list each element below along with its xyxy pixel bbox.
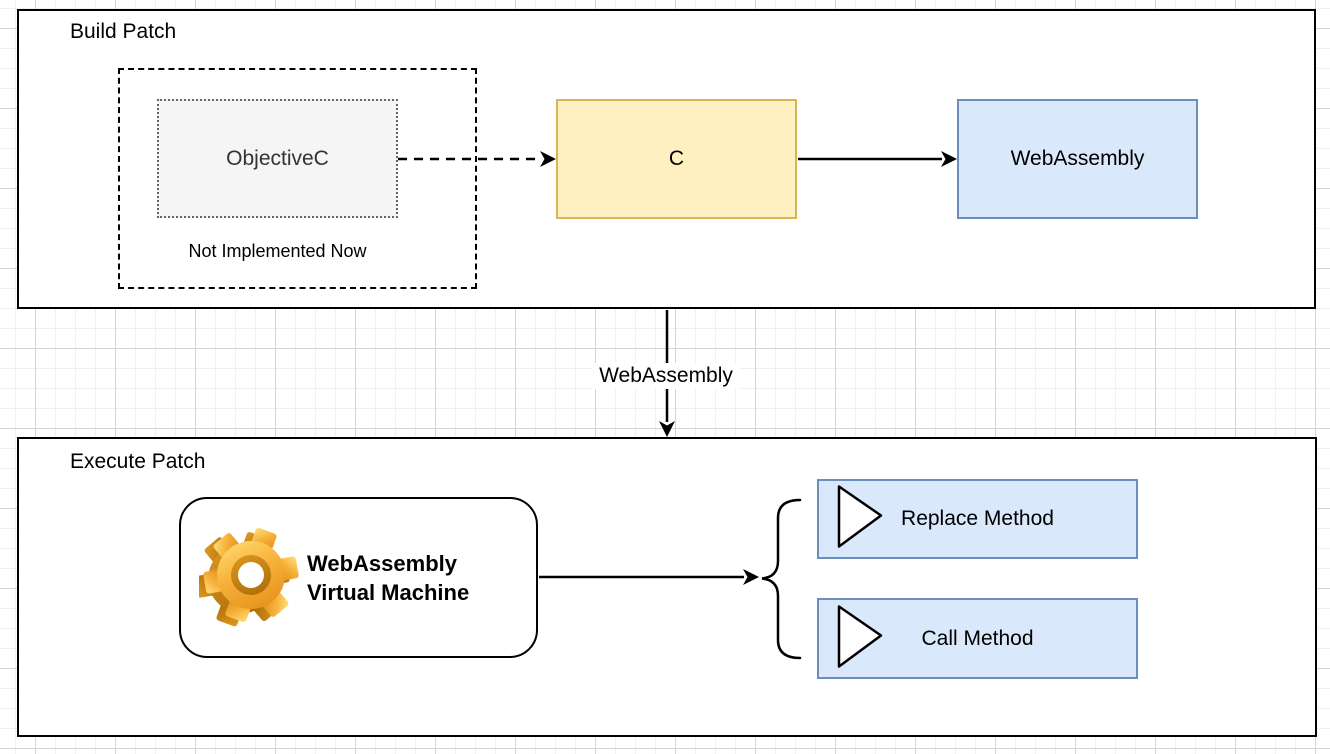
node-objectivec: ObjectiveC bbox=[157, 99, 398, 218]
not-implemented-group bbox=[118, 68, 477, 289]
build-patch-title: Build Patch bbox=[70, 20, 177, 43]
play-triangle-icon bbox=[837, 604, 883, 673]
node-replace-method-label: Replace Method bbox=[901, 507, 1054, 530]
node-objectivec-label: ObjectiveC bbox=[226, 146, 329, 170]
node-c: C bbox=[556, 99, 797, 219]
node-c-label: C bbox=[668, 147, 685, 170]
not-implemented-caption: Not Implemented Now bbox=[188, 241, 367, 261]
gear-icon bbox=[194, 518, 299, 637]
node-wasm-vm-label: WebAssembly Virtual Machine bbox=[307, 550, 470, 605]
node-call-method: Call Method bbox=[817, 598, 1138, 679]
execute-patch-title: Execute Patch bbox=[70, 450, 206, 473]
play-triangle-icon bbox=[837, 485, 883, 554]
node-wasm-virtual-machine: WebAssembly Virtual Machine bbox=[179, 497, 538, 658]
node-replace-method: Replace Method bbox=[817, 479, 1138, 559]
edge-webassembly-label: WebAssembly bbox=[592, 363, 740, 389]
node-webassembly: WebAssembly bbox=[957, 99, 1198, 219]
node-webassembly-label: WebAssembly bbox=[1010, 147, 1145, 170]
node-call-method-label: Call Method bbox=[921, 626, 1034, 650]
